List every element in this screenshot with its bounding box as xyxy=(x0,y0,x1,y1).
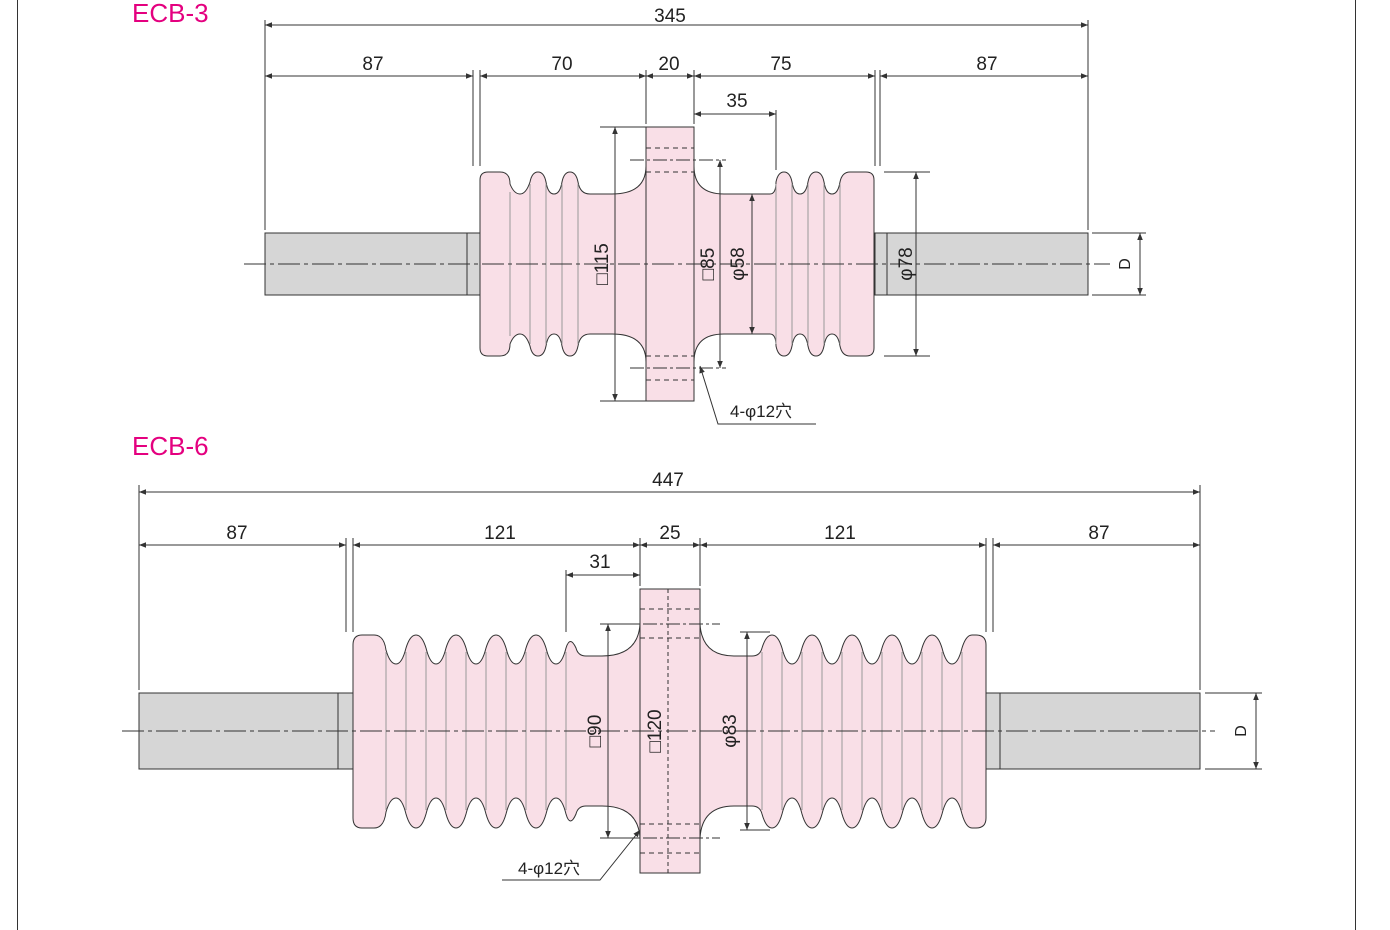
ecb3-dim-holes: 4-φ12穴 xyxy=(730,402,792,421)
frame-left-border xyxy=(17,0,18,930)
ecb6-dim-shaft-dia: D xyxy=(1233,725,1250,737)
ecb3-dim-flange: 20 xyxy=(658,54,679,75)
ecb3-dim-inner-square: □85 xyxy=(698,248,719,281)
ecb3-dim-outer-dia: φ78 xyxy=(896,247,917,280)
ecb6-dim-offset: 31 xyxy=(589,552,610,573)
ecb3-dim-flange-square: □115 xyxy=(592,243,613,285)
ecb3-dim-shaft-left: 87 xyxy=(362,54,383,75)
ecb3-dimension-labels: 345 87 70 20 75 87 35 □115 □85 φ58 φ78 D… xyxy=(362,6,1134,421)
ecb6-dim-flange: 25 xyxy=(659,523,680,544)
ecb3-dim-inner-dia: φ58 xyxy=(728,247,749,280)
ecb6-dim-bellows-left: 121 xyxy=(484,523,516,544)
ecb3-dim-offset: 35 xyxy=(726,91,747,112)
ecb3-dim-overall: 345 xyxy=(654,6,686,27)
ecb3-drawing xyxy=(244,20,1146,425)
ecb3-dim-shaft-right: 87 xyxy=(976,54,997,75)
ecb6-flange-holes xyxy=(640,608,700,854)
ecb6-dimension-labels: 447 87 121 25 121 87 31 □90 □120 φ83 D 4… xyxy=(226,470,1250,878)
ecb3-dim-shaft-dia: D xyxy=(1117,258,1134,270)
ecb6-dim-shaft-left: 87 xyxy=(226,523,247,544)
ecb3-flange-holes xyxy=(646,147,694,381)
frame-right-border xyxy=(1355,0,1356,930)
ecb6-dim-overall: 447 xyxy=(652,470,684,491)
ecb6-dim-shaft-right: 87 xyxy=(1088,523,1109,544)
ecb6-dim-inner-square: □90 xyxy=(585,715,606,748)
ecb6-bellows-folds xyxy=(385,652,963,810)
ecb6-dim-inner-dia: φ83 xyxy=(720,714,741,747)
ecb3-dim-bellows-right: 75 xyxy=(770,54,791,75)
ecb6-drawing xyxy=(122,485,1262,881)
ecb6-dim-holes: 4-φ12穴 xyxy=(518,859,580,878)
ecb6-title: ECB-6 xyxy=(132,431,209,461)
ecb3-dim-bellows-left: 70 xyxy=(551,54,572,75)
ecb3-title: ECB-3 xyxy=(132,0,209,28)
ecb6-dim-bellows-right: 121 xyxy=(824,523,856,544)
ecb6-dim-flange-square: □120 xyxy=(645,709,666,752)
